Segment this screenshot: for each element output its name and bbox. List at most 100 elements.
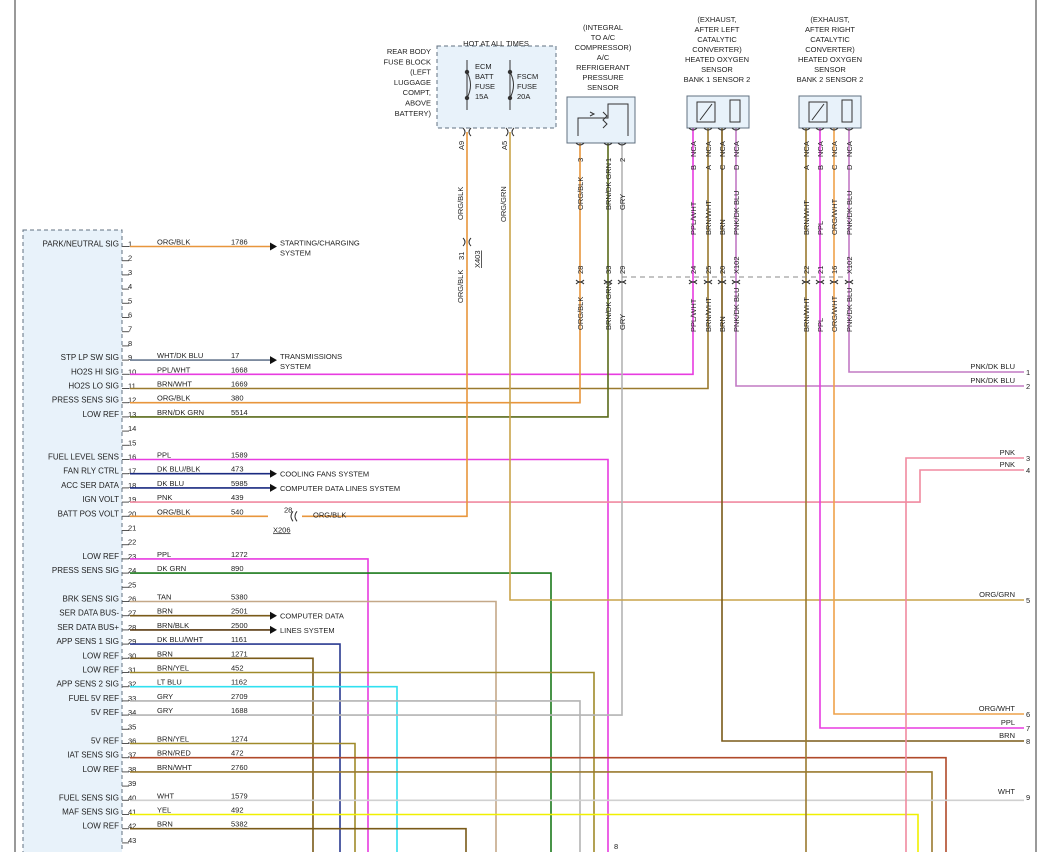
o2_left-pin-cpin: 20 [718, 266, 727, 274]
pcm-pin-number: 40 [128, 793, 136, 802]
ac-inline-terminal [617, 279, 627, 285]
o2_left-label: AFTER LEFT [694, 25, 739, 34]
o2_left-label: SENSOR [701, 65, 733, 74]
pcm-pin-number: 16 [128, 453, 136, 462]
o2_right-inline-terminal [801, 279, 811, 285]
o2_right-pin-letter: D [845, 164, 854, 170]
o2_left-pin-nca: NCA [689, 141, 698, 157]
o2_right-pin-wire-2: BRN/WHT [802, 297, 811, 332]
pcm-wire-color: BRN [157, 649, 173, 658]
pcm-signal-label: BRK SENS SIG [63, 595, 119, 604]
pcm-pin-number: 35 [128, 722, 136, 731]
pcm-signal-label: LOW REF [83, 666, 120, 675]
right-edge-wire: PNK/DK BLU [970, 376, 1015, 385]
pcm-signal-label: LOW REF [83, 410, 120, 419]
pcm-pin-number: 43 [128, 836, 136, 845]
pcm-circuit-number: 2760 [231, 763, 248, 772]
right-edge-wire: PNK [1000, 448, 1015, 457]
wire-pin26 [130, 600, 497, 852]
pcm-pin-number: 22 [128, 538, 136, 547]
o2_left-pin-terminal [688, 127, 698, 131]
pcm-wire-color: ORG/BLK [157, 394, 190, 403]
pcm-signal-label: APP SENS 1 SIG [56, 637, 119, 646]
o2_right-inline-terminal [829, 279, 839, 285]
ac-sensor-label: A/C [597, 53, 610, 62]
pcm-wire-color: LT BLU [157, 678, 182, 687]
o2_left-label: CATALYTIC [697, 35, 737, 44]
pcm-signal-label: 5V REF [91, 737, 119, 746]
o2_right-pin-letter: A [802, 165, 811, 170]
pcm-signal-label: LOW REF [83, 822, 120, 831]
o2_right-pin-wire: PNK/DK BLU [845, 190, 854, 235]
wire-pin11 [130, 160, 709, 390]
ac-sensor-label: COMPRESSOR) [575, 43, 632, 52]
pcm-signal-label: PRESS SENS SIG [52, 396, 119, 405]
o2_left-inline-terminal [703, 279, 713, 285]
dest-computer-data-2: COMPUTER DATA [280, 612, 344, 621]
pcm-pin-number: 37 [128, 751, 136, 760]
o2_right-label: (EXHAUST, [810, 15, 849, 24]
fuse1-label: FUSE [475, 82, 495, 91]
pcm-circuit-number: 1668 [231, 365, 248, 374]
pcm-wire-color: WHT/DK BLU [157, 351, 203, 360]
dest-starting-charging-2: SYSTEM [280, 249, 311, 258]
pcm-signal-label: STP LP SW SIG [61, 353, 119, 362]
o2_right-pin-terminal [801, 127, 811, 131]
o2_left-pin-wire: PNK/DK BLU [732, 190, 741, 235]
o2_left-pin-wire-2: BRN/WHT [704, 297, 713, 332]
o2_left-pin-terminal [731, 127, 741, 131]
wire-pin24 [130, 572, 552, 852]
pcm-signal-label: APP SENS 2 SIG [56, 680, 119, 689]
pcm-wire-color: BRN [157, 820, 173, 829]
pcm-pin-number: 1 [128, 240, 132, 249]
ac-pin-wire-2: BRN/DK GRN [604, 283, 613, 330]
pcm-wire-color: BRN/YEL [157, 735, 189, 744]
wire-edge3 [905, 457, 1024, 852]
pcm-signal-label: PRESS SENS SIG [52, 566, 119, 575]
right-edge-number: 6 [1026, 710, 1030, 719]
wire-pin10 [130, 160, 694, 376]
pcm-pin-number: 39 [128, 779, 136, 788]
pcm-wire-color: PPL/WHT [157, 365, 191, 374]
pcm-signal-label: IAT SENS SIG [67, 751, 119, 760]
pcm-pin-number: 21 [128, 524, 136, 533]
pcm-wire-color: BRN/WHT [157, 380, 192, 389]
o2-sensor-bank2 [798, 95, 862, 129]
wire-o2l-c [721, 160, 1024, 742]
o2_right-label: SENSOR [814, 65, 846, 74]
o2_left-pin-wire-2: PNK/DK BLU [732, 287, 741, 332]
pcm-circuit-number: 2501 [231, 607, 248, 616]
pcm-pin-number: 31 [128, 666, 136, 675]
pcm-signal-label: LOW REF [83, 765, 120, 774]
ac-pin-terminal [575, 142, 585, 146]
dest-computer-data: COMPUTER DATA LINES SYSTEM [280, 484, 400, 493]
pcm-pin-number: 29 [128, 637, 136, 646]
pcm-circuit-number: 1162 [231, 678, 247, 687]
right-edge-wire: PNK [1000, 460, 1015, 469]
pcm-pin-number: 5 [128, 296, 132, 305]
pcm-wire-color: ORG/BLK [157, 238, 190, 247]
pcm-pin-number: 11 [128, 382, 136, 391]
right-edge-wire: WHT [998, 787, 1015, 796]
pcm-signal-label: PARK/NEUTRAL SIG [43, 240, 119, 249]
o2_right-pin-terminal [829, 127, 839, 131]
o2_left-pin-letter: B [689, 165, 698, 170]
pcm-signal-label: FUEL SENS SIG [59, 793, 119, 802]
hot-at-all-times-label: HOT AT ALL TIMES [463, 39, 529, 48]
o2_right-pin-letter: B [816, 165, 825, 170]
wire-pin32 [130, 685, 398, 852]
pcm-signal-label: ACC SER DATA [61, 481, 120, 490]
o2_left-label: BANK 1 SENSOR 2 [684, 75, 751, 84]
o2_left-pin-cpin: X102 [732, 256, 741, 274]
pcm-signal-label: LOW REF [83, 552, 120, 561]
pcm-pin-number: 14 [128, 424, 136, 433]
o2_left-pin-nca: NCA [718, 141, 727, 157]
pcm-wire-color: GRY [157, 706, 173, 715]
o2_left-pin-letter: C [718, 164, 727, 170]
fuse1-label: BATT [475, 72, 494, 81]
o2_right-pin-wire: BRN/WHT [802, 200, 811, 235]
ac-pin-wire-2: ORG/BLK [576, 297, 585, 330]
pcm-wire-color: TAN [157, 593, 171, 602]
o2-sensor-bank1 [686, 95, 750, 129]
o2_right-pin-nca: NCA [816, 141, 825, 157]
